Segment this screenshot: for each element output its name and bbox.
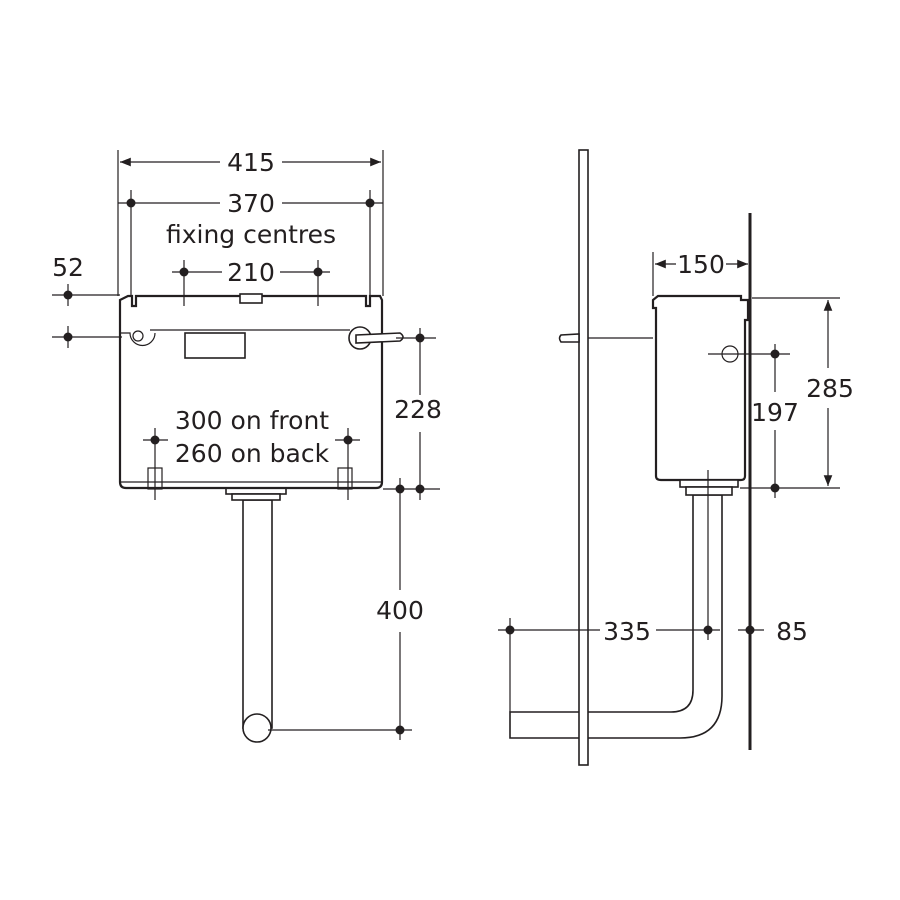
cistern-side [651, 294, 750, 482]
dim-pipe-length: 400 [376, 596, 424, 625]
dim-wall-gap: 85 [776, 617, 808, 646]
flush-handle [558, 333, 580, 343]
dim-pipe-offset: 335 [603, 617, 651, 646]
flush-lever [355, 332, 404, 344]
front-view: 415 370 fixing centres 210 52 228 [52, 148, 442, 743]
dim-height: 285 [806, 374, 854, 403]
dim-lever-height: 228 [394, 395, 442, 424]
front-panel [578, 149, 589, 766]
fixing-hole-icon [132, 330, 144, 342]
lid-tab [239, 293, 263, 304]
dim-fixing-centres: 370 [227, 189, 275, 218]
dim-top-offset: 52 [52, 253, 84, 282]
flush-pipe-side [509, 494, 723, 739]
dim-foot-front: 300 on front [175, 406, 329, 435]
dim-foot-back: 260 on back [175, 439, 330, 468]
dim-inner-spacing: 210 [227, 258, 275, 287]
dim-depth: 150 [677, 250, 725, 279]
push-button [184, 332, 246, 359]
side-view: 150 285 197 335 85 [498, 149, 854, 766]
flush-pipe [225, 487, 287, 743]
dim-overall-width: 415 [227, 148, 275, 177]
dim-hole-height: 197 [751, 398, 799, 427]
fixing-centres-label: fixing centres [166, 220, 336, 249]
